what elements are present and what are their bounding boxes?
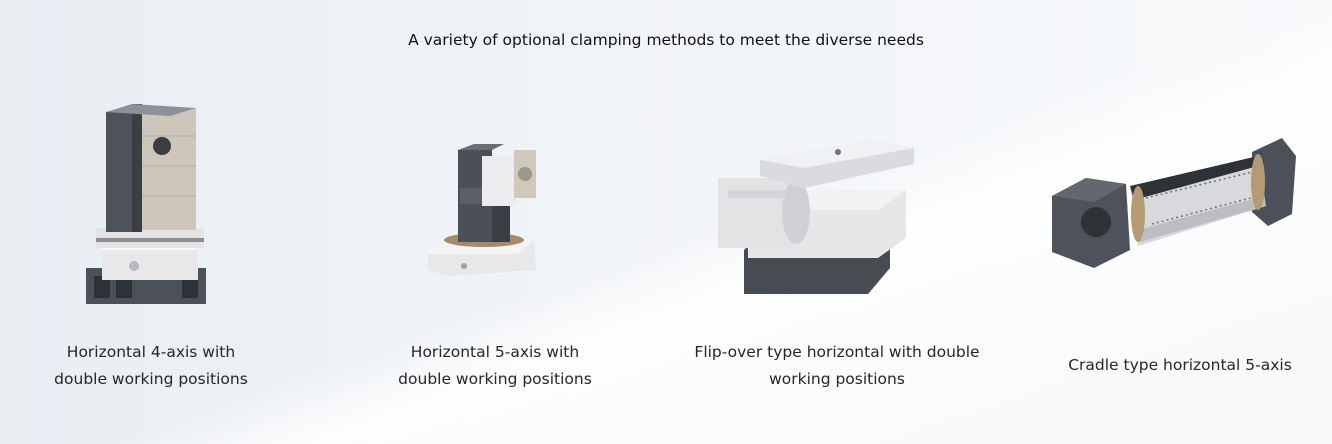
product-card-flip-over[interactable]: Flip-over type horizontal with double wo… bbox=[664, 0, 1010, 444]
flip-over-image bbox=[718, 140, 914, 294]
horizontal-4-axis-image bbox=[86, 104, 206, 304]
page-title: A variety of optional clamping methods t… bbox=[408, 31, 924, 49]
cradle-image bbox=[1052, 138, 1296, 268]
product-caption: Cradle type horizontal 5-axis bbox=[1068, 356, 1292, 374]
product-caption: Horizontal 5-axis with double working po… bbox=[398, 343, 592, 388]
product-caption: Flip-over type horizontal with double wo… bbox=[694, 343, 980, 388]
product-card-horizontal-5-axis[interactable]: Horizontal 5-axis with double working po… bbox=[384, 0, 606, 444]
product-card-horizontal-4-axis[interactable]: Horizontal 4-axis with double working po… bbox=[40, 0, 262, 444]
product-caption: Horizontal 4-axis with double working po… bbox=[54, 343, 248, 388]
horizontal-5-axis-image bbox=[428, 144, 536, 276]
product-card-cradle[interactable]: Cradle type horizontal 5-axis bbox=[1046, 0, 1314, 444]
